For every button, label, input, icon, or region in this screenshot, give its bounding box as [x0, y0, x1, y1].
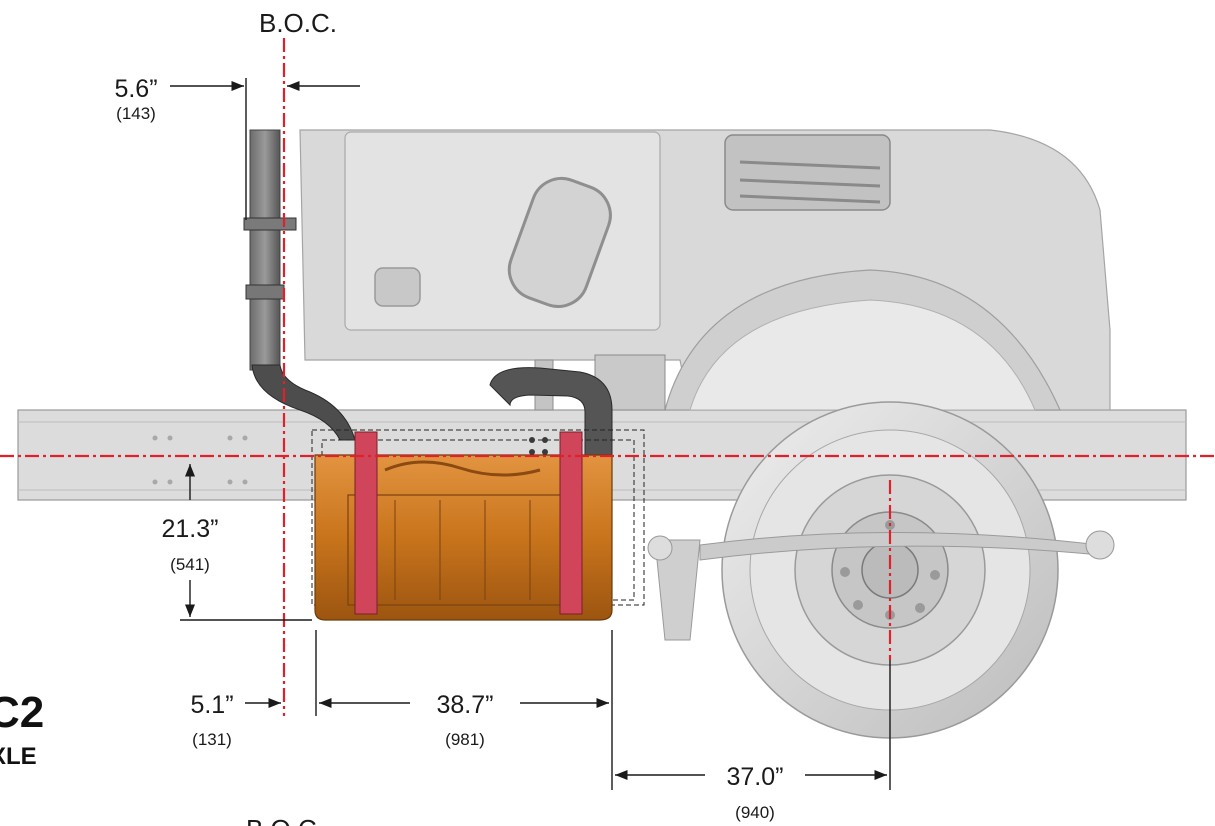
boc-label-bottom: B.O.C.: [246, 814, 324, 826]
boc-label-top: B.O.C.: [259, 8, 337, 38]
aftertreatment-unit: [311, 429, 645, 621]
unit-to-axle-inches: 37.0”: [727, 763, 784, 791]
dimension-lines: [170, 78, 891, 790]
unit-offset-inches: 5.1”: [190, 691, 233, 719]
rear-wheel: [647, 401, 1115, 739]
mounting-brackets: [534, 354, 701, 641]
unit-to-axle-mm: (940): [735, 803, 775, 822]
stack-offset-mm: (143): [116, 104, 156, 123]
frame-drop-mm: (541): [170, 555, 210, 574]
frame-drop-inches: 21.3”: [162, 515, 219, 543]
cab-body: [299, 129, 1111, 411]
grille-icon: [724, 134, 891, 211]
unit-length-mm: (981): [445, 730, 485, 749]
stack-offset-inches: 5.6”: [114, 75, 157, 103]
unit-length-inches: 38.7”: [437, 691, 494, 719]
unit-offset-mm: (131): [192, 730, 232, 749]
axle-label: XLE: [0, 743, 37, 770]
centerlines: [0, 38, 1215, 716]
model-code: C2: [0, 688, 44, 737]
exhaust-stack: [243, 129, 613, 456]
